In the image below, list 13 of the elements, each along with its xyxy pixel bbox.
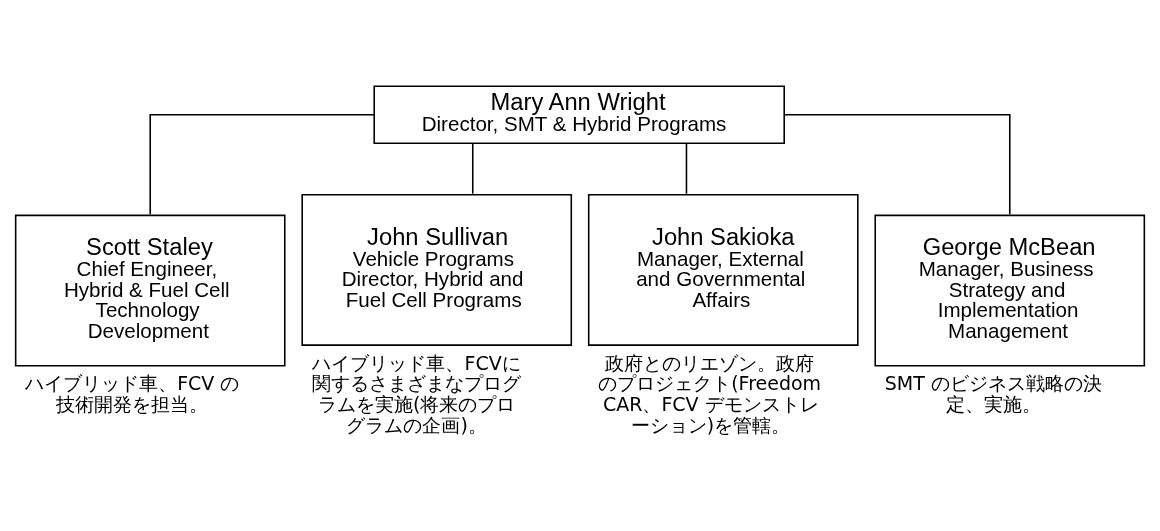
node-label: ハイブリッド車、FCV の技術開発を担当。 [25, 371, 240, 415]
node-box: Scott Staley Chief Engineer, Hybrid & Fuel Cell Technology Development [14, 214, 286, 367]
node-box: John Sullivan Vehicle Programs Director, Hybrid and Fuel Cell Programs [301, 193, 573, 346]
node-label: 政府とのリエゾン。政府のプロジェクト(FreedomCAR、FCV デモンストレーション)を管轄。 [598, 351, 822, 436]
node-box: John Sakioka Manager, External and Governmental Affairs [587, 193, 859, 346]
node-label: ハイブリッド車、FCVに関するさまざまなプログラムを実施(将来のプログラムの企画)。 [311, 351, 521, 436]
connector [783, 113, 1011, 215]
connector [149, 113, 375, 215]
connector [471, 142, 474, 195]
node-box: Mary Ann Wright Director, SMT & Hybrid Programs [373, 85, 785, 144]
connector [685, 142, 688, 195]
node-box: George McBean Manager, Business Strategy and Implementation Management [874, 214, 1146, 367]
node-label: SMT のビジネス戦略の決定、実施。 [884, 371, 1102, 415]
